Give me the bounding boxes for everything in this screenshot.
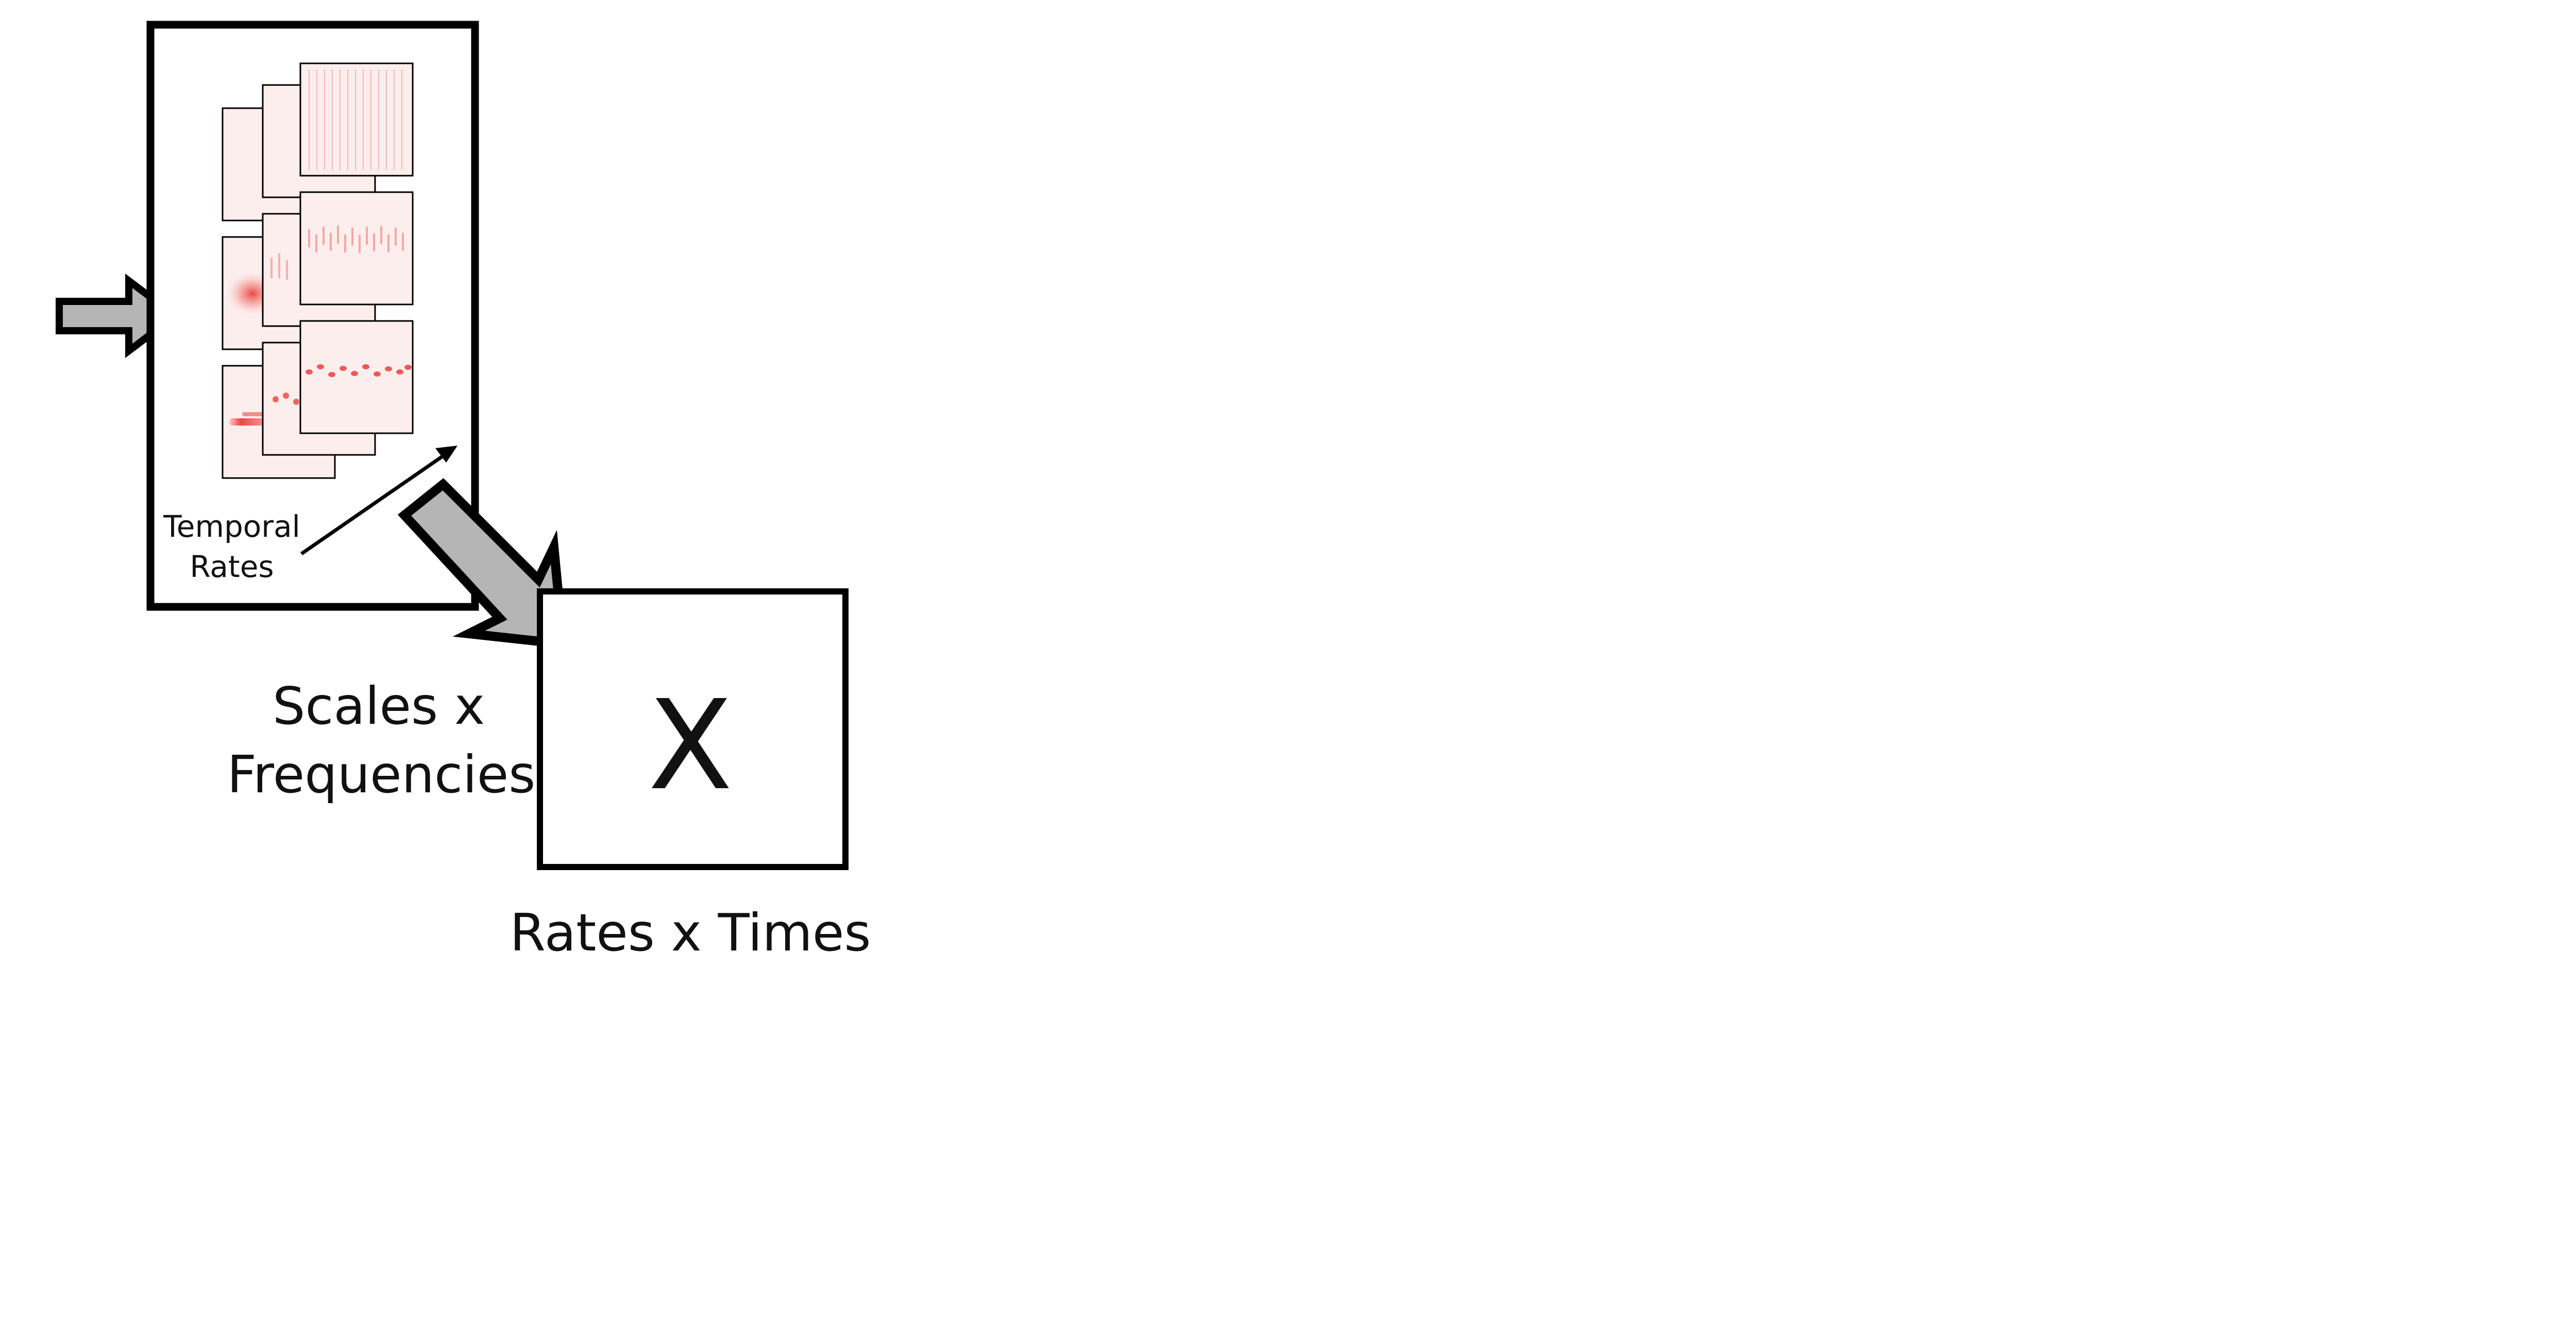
panel-stack: [222, 62, 414, 479]
panel-front-2: [299, 191, 414, 305]
temporal-rates-pointer: [300, 454, 444, 555]
mid-dots-pattern: [273, 393, 299, 405]
front-vertical-stripes: [309, 70, 402, 170]
scales-label-line2: Frequencies: [227, 744, 536, 805]
panel-front-3: [299, 320, 414, 434]
mid-wave-pattern: [270, 253, 288, 280]
scales-label-line1: Scales x: [273, 676, 485, 736]
temporal-label-line2: Rates: [190, 549, 274, 584]
rates-times-label: Rates x Times: [510, 903, 871, 963]
output-box: [537, 588, 849, 870]
temporal-label-line1: Temporal: [163, 509, 300, 544]
temporal-rates-pointer-head: [435, 446, 457, 463]
output-symbol: X: [648, 673, 733, 818]
front-wave-pattern: [308, 226, 404, 253]
front-dots-pattern: [306, 364, 412, 377]
